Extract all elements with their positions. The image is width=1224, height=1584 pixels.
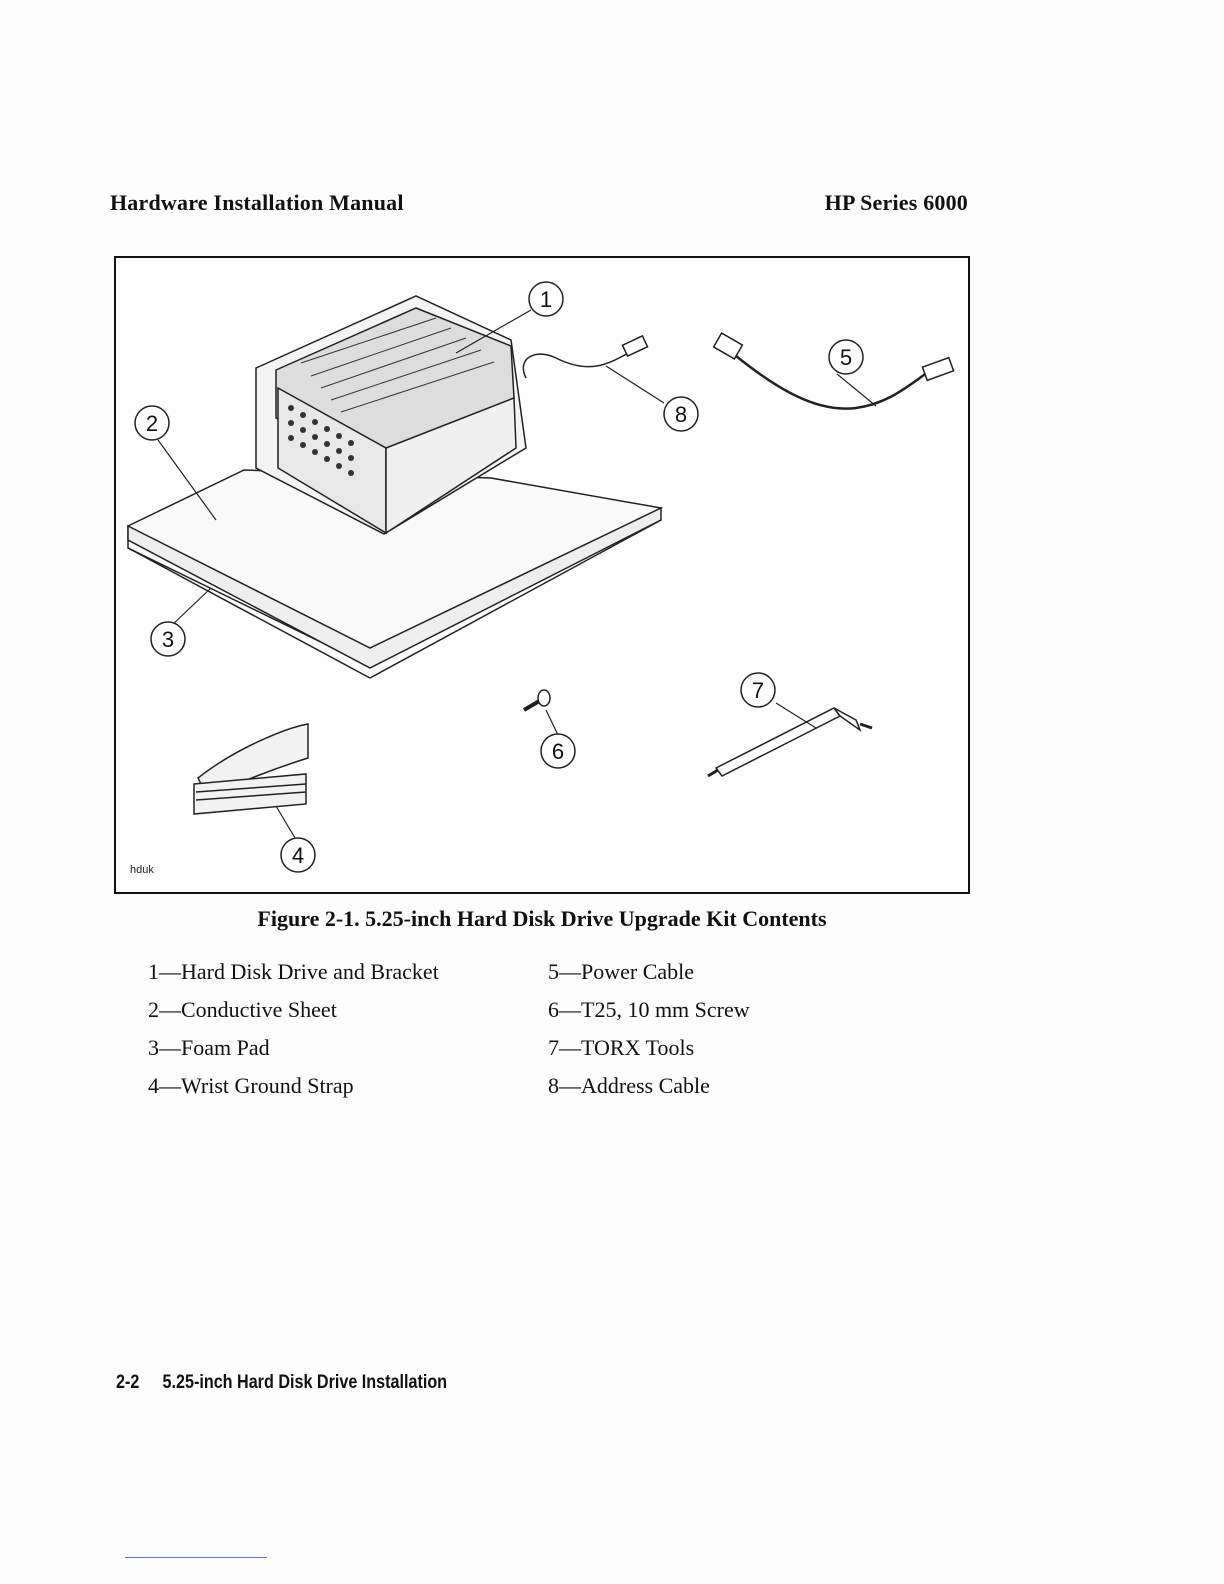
legend-item: 5—Power Cable bbox=[548, 960, 848, 984]
kit-contents-figure: 1 2 3 4 5 6 7 8 hduk bbox=[114, 256, 970, 894]
callout-1-label: 1 bbox=[540, 287, 552, 312]
screw-drawing bbox=[524, 690, 550, 710]
running-header-title: Hardware Installation Manual bbox=[110, 190, 404, 216]
wrist-strap-drawing bbox=[194, 724, 308, 814]
callout-7: 7 bbox=[741, 673, 775, 707]
legend-item: 1—Hard Disk Drive and Bracket bbox=[148, 960, 548, 984]
figure-id-tag: hduk bbox=[130, 864, 154, 876]
callout-5-label: 5 bbox=[840, 345, 852, 370]
callout-4: 4 bbox=[281, 838, 315, 872]
callout-7-label: 7 bbox=[752, 678, 764, 703]
legend-item: 7—TORX Tools bbox=[548, 1036, 848, 1060]
callout-2: 2 bbox=[135, 406, 169, 440]
legend-item: 6—T25, 10 mm Screw bbox=[548, 998, 848, 1022]
legend-item: 2—Conductive Sheet bbox=[148, 998, 548, 1022]
callout-4-label: 4 bbox=[292, 843, 304, 868]
callout-8-label: 8 bbox=[675, 402, 687, 427]
legend-item: 3—Foam Pad bbox=[148, 1036, 548, 1060]
parts-legend: 1—Hard Disk Drive and Bracket 5—Power Ca… bbox=[148, 960, 848, 1098]
bottom-rule bbox=[125, 1557, 267, 1558]
address-cable-drawing bbox=[523, 336, 647, 378]
legend-item: 8—Address Cable bbox=[548, 1074, 848, 1098]
running-header-series: HP Series 6000 bbox=[825, 190, 968, 216]
callout-3-label: 3 bbox=[162, 627, 174, 652]
callout-2-label: 2 bbox=[146, 411, 158, 436]
kit-illustration: 1 2 3 4 5 6 7 8 bbox=[116, 258, 968, 892]
callout-3: 3 bbox=[151, 622, 185, 656]
callout-1: 1 bbox=[529, 282, 563, 316]
callout-8: 8 bbox=[664, 397, 698, 431]
figure-caption: Figure 2-1. 5.25-inch Hard Disk Drive Up… bbox=[0, 906, 1084, 932]
page-footer: 2-2 5.25-inch Hard Disk Drive Installati… bbox=[116, 1372, 447, 1394]
callout-6: 6 bbox=[541, 734, 575, 768]
callout-5: 5 bbox=[829, 340, 863, 374]
legend-item: 4—Wrist Ground Strap bbox=[148, 1074, 548, 1098]
chapter-title: 5.25-inch Hard Disk Drive Installation bbox=[163, 1372, 448, 1393]
torx-tool-drawing bbox=[708, 708, 872, 776]
callout-6-label: 6 bbox=[552, 739, 564, 764]
page-number: 2-2 bbox=[116, 1372, 139, 1393]
